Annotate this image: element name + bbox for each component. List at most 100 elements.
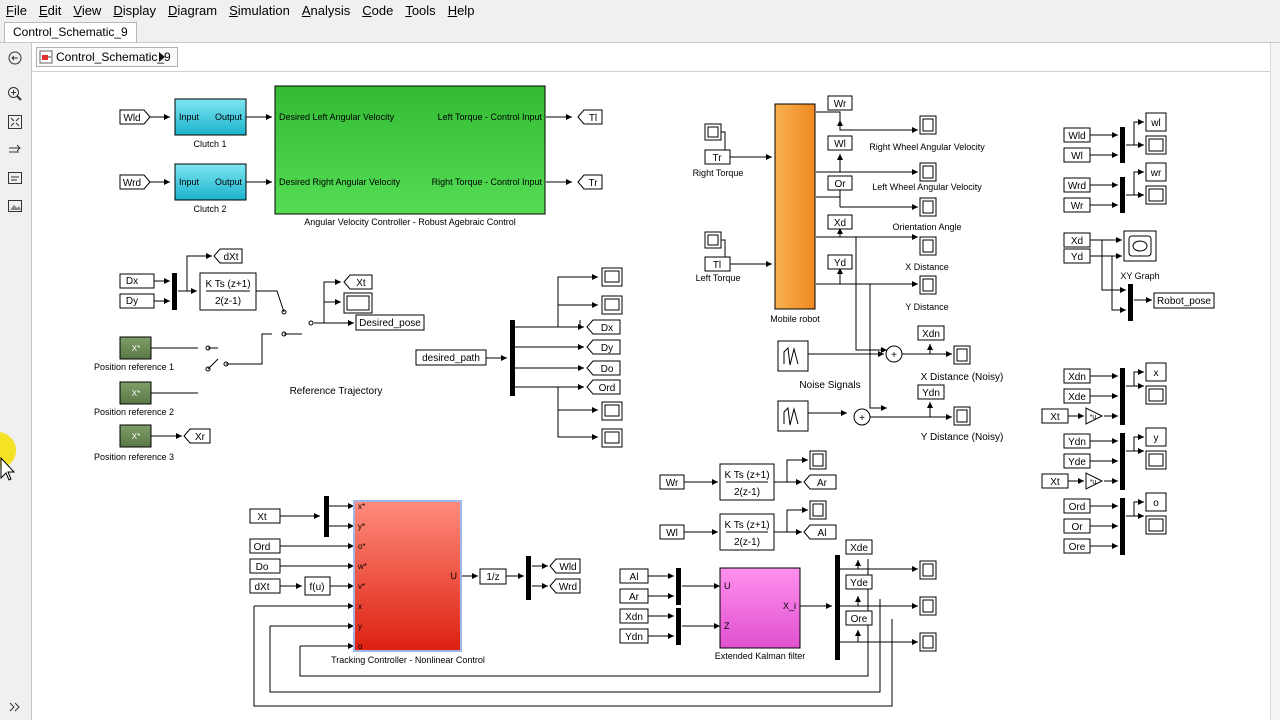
- menu-display[interactable]: Display: [113, 2, 156, 18]
- from-tag-xdn[interactable]: [1063, 368, 1091, 384]
- from-tag-wl[interactable]: [659, 524, 685, 540]
- noise-source-2-block[interactable]: [777, 400, 809, 432]
- from-tag-xt[interactable]: [249, 508, 281, 524]
- mux-block[interactable]: [1120, 177, 1125, 213]
- goto-tag-tr[interactable]: [577, 174, 603, 190]
- scope-y[interactable]: [1145, 427, 1167, 447]
- noise-source-1-block[interactable]: [777, 340, 809, 372]
- goto-tag-al[interactable]: [803, 524, 837, 540]
- from-tag-dxt[interactable]: [249, 578, 281, 594]
- sum-block[interactable]: [885, 345, 903, 363]
- from-tag-xt[interactable]: [1041, 408, 1069, 424]
- goto-tag-wr[interactable]: [827, 95, 853, 111]
- vertical-scrollbar[interactable]: [1270, 43, 1280, 720]
- scope-wr[interactable]: [1145, 162, 1167, 182]
- goto-tag-xd[interactable]: [827, 214, 853, 230]
- goto-tag-dx[interactable]: [586, 319, 621, 335]
- goto-tag-wld[interactable]: [119, 109, 151, 125]
- from-tag-xde[interactable]: [1063, 388, 1091, 404]
- menu-diagram[interactable]: Diagram: [167, 2, 218, 18]
- unit-delay-block[interactable]: [479, 568, 507, 585]
- breadcrumb[interactable]: Control_Schematic_9: [36, 47, 178, 67]
- from-tag-al[interactable]: [619, 568, 649, 584]
- demux-block[interactable]: [526, 556, 531, 600]
- from-tag-tr[interactable]: [704, 149, 731, 165]
- position-reference-1-block[interactable]: [119, 336, 152, 360]
- from-tag-tl[interactable]: [704, 256, 731, 272]
- tracking-controller-block[interactable]: [353, 500, 462, 652]
- goto-tag-xdn[interactable]: [917, 325, 945, 341]
- goto-tag-ord[interactable]: [586, 379, 621, 395]
- goto-tag-xt[interactable]: [343, 274, 373, 290]
- mux-block[interactable]: [1120, 368, 1125, 425]
- mux-block[interactable]: [676, 608, 681, 645]
- tab-model[interactable]: Control_Schematic_9: [4, 22, 137, 42]
- demux-block[interactable]: [324, 496, 329, 537]
- position-reference-3-block[interactable]: [119, 424, 152, 448]
- annotation-icon[interactable]: [6, 169, 24, 187]
- menu-view[interactable]: View: [73, 2, 102, 18]
- goto-tag-ore[interactable]: [845, 610, 873, 626]
- from-tag-wrd[interactable]: [1063, 177, 1091, 193]
- from-tag-ar[interactable]: [619, 588, 649, 604]
- scope-o[interactable]: [1145, 492, 1167, 512]
- goto-tag-wrd[interactable]: [549, 578, 581, 594]
- from-tag-xdn[interactable]: [619, 608, 649, 624]
- clutch-1-block[interactable]: [174, 98, 247, 136]
- extended-kalman-filter-block[interactable]: [719, 567, 801, 649]
- from-tag-do[interactable]: [249, 558, 281, 574]
- fcn-block[interactable]: [304, 576, 331, 596]
- from-tag-dy[interactable]: [119, 293, 155, 309]
- mux-block[interactable]: [1120, 433, 1125, 490]
- scope-x[interactable]: [1145, 362, 1167, 382]
- scope-wl[interactable]: [1145, 112, 1167, 132]
- from-workspace-desired-path[interactable]: [415, 349, 487, 366]
- menu-file[interactable]: File: [6, 2, 27, 18]
- image-icon[interactable]: [6, 197, 24, 215]
- from-tag-ord[interactable]: [249, 538, 281, 554]
- hide-browser-icon[interactable]: [6, 49, 24, 67]
- goto-tag-xr[interactable]: [183, 428, 211, 444]
- menu-help[interactable]: Help: [447, 2, 475, 18]
- from-tag-xt-2[interactable]: [1041, 473, 1069, 489]
- from-tag-ydn[interactable]: [1063, 433, 1091, 449]
- goto-tag-yd[interactable]: [827, 254, 853, 270]
- position-reference-2-block[interactable]: [119, 381, 152, 405]
- to-workspace-desired-pose[interactable]: [355, 314, 425, 331]
- goto-tag-wrd[interactable]: [119, 174, 151, 190]
- demux-block[interactable]: [510, 320, 515, 396]
- expand-icon[interactable]: [6, 698, 24, 716]
- goto-tag-dy[interactable]: [586, 339, 621, 355]
- goto-tag-do[interactable]: [586, 360, 621, 376]
- from-tag-ord[interactable]: [1063, 498, 1091, 514]
- menu-edit[interactable]: Edit: [38, 2, 62, 18]
- menu-code[interactable]: Code: [362, 2, 394, 18]
- angular-velocity-controller-block[interactable]: [274, 85, 546, 215]
- from-tag-ore[interactable]: [1063, 538, 1091, 554]
- mobile-robot-block[interactable]: [774, 103, 816, 310]
- signal-routing-icon[interactable]: [6, 141, 24, 159]
- goto-tag-wl[interactable]: [827, 135, 853, 151]
- zoom-icon[interactable]: [6, 85, 24, 103]
- from-tag-wr[interactable]: [1063, 197, 1091, 213]
- from-tag-xd[interactable]: [1063, 232, 1091, 248]
- from-tag-or[interactable]: [1063, 518, 1091, 534]
- goto-tag-yde[interactable]: [845, 574, 873, 590]
- mux-block[interactable]: [1120, 498, 1125, 555]
- mux-block[interactable]: [1128, 284, 1133, 321]
- demux-block[interactable]: [835, 555, 840, 660]
- menu-simulation[interactable]: Simulation: [229, 2, 290, 18]
- from-tag-dx[interactable]: [119, 273, 155, 289]
- mux-block[interactable]: [1120, 127, 1125, 163]
- from-tag-ydn[interactable]: [619, 628, 649, 644]
- mux-block[interactable]: [172, 273, 177, 310]
- from-tag-wl[interactable]: [1063, 147, 1091, 163]
- gain-block[interactable]: [1085, 407, 1104, 425]
- goto-tag-dxt[interactable]: [213, 248, 243, 264]
- from-tag-yd[interactable]: [1063, 248, 1091, 264]
- diagram-canvas[interactable]: Wld Input Output Clutch 1 Wrd Input Outp…: [32, 72, 1280, 720]
- fit-view-icon[interactable]: [6, 113, 24, 131]
- sum-block[interactable]: [853, 408, 871, 426]
- from-tag-yde[interactable]: [1063, 453, 1091, 469]
- menu-tools[interactable]: Tools: [405, 2, 436, 18]
